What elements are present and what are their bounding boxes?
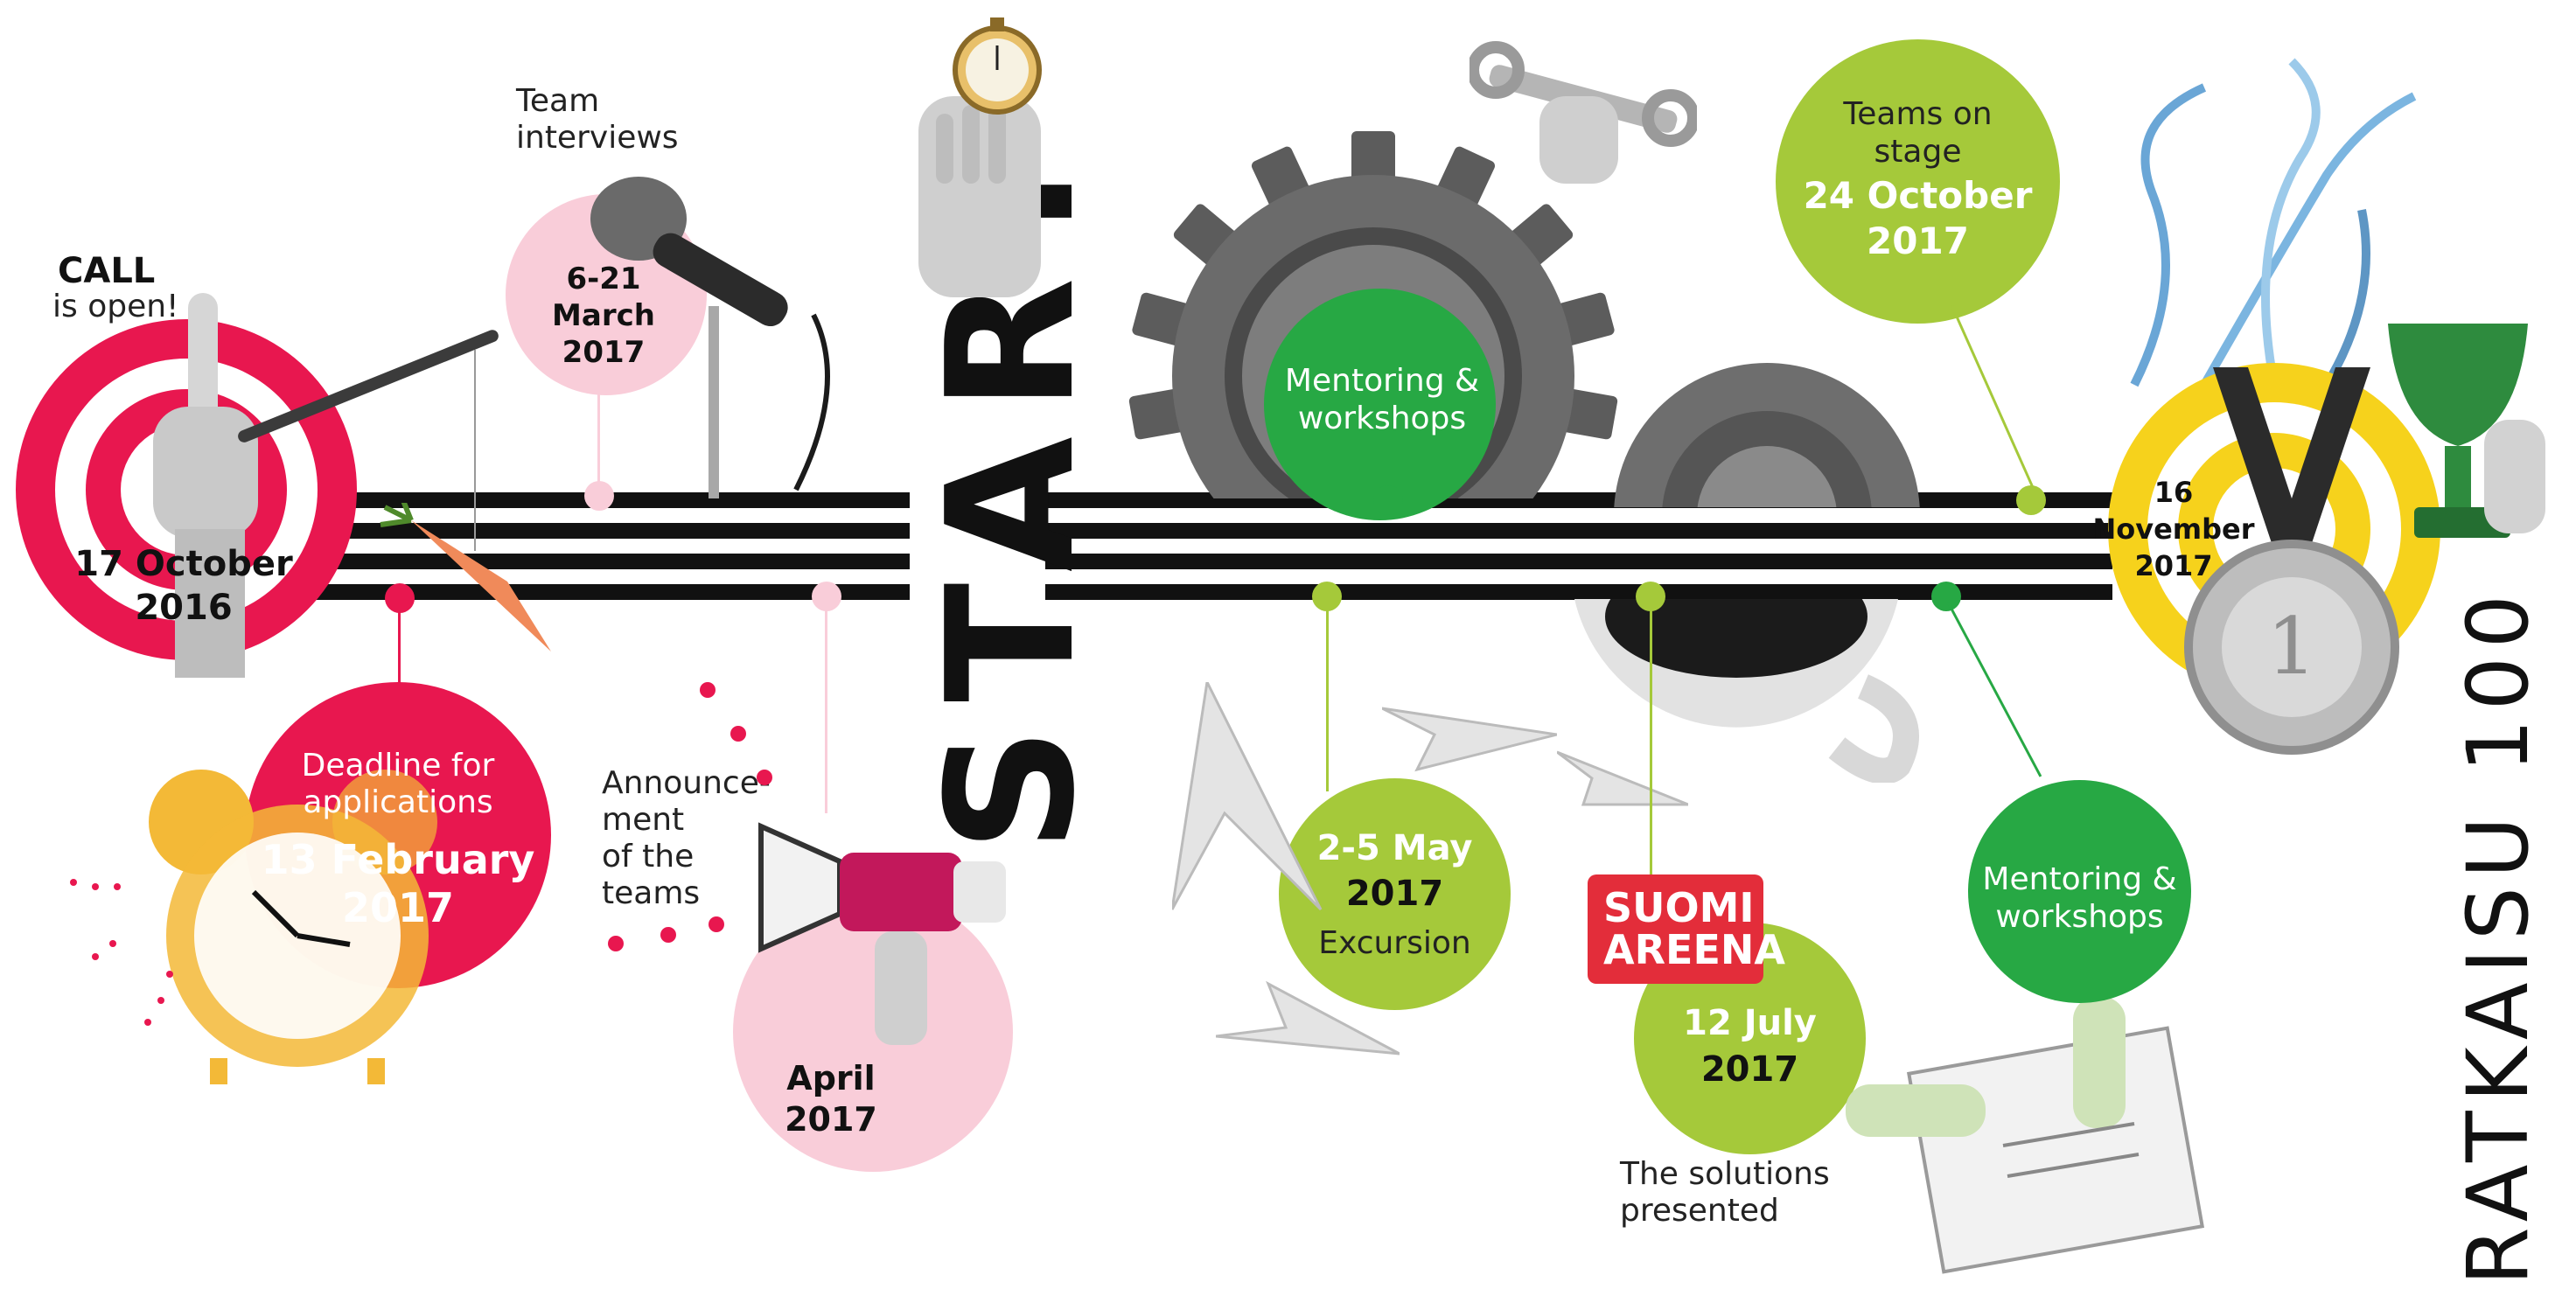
deadline-dot [385,583,415,613]
mentoring2-dot [1931,582,1961,611]
drawing-hands-icon [1846,997,2213,1286]
deco-dot [757,770,772,785]
suomiareena-caption-1: The solutions [1620,1156,1830,1193]
interviews-label: Team interviews [516,83,691,157]
deco-dot [660,927,676,943]
deadline-label-1: Deadline for [262,748,534,784]
mentoring2-label-2: workshops [1964,899,2196,936]
call-title: CALL [58,249,155,293]
deco-dot [144,1019,151,1026]
suomiareena-logo-2: AREENA [1603,929,1748,971]
stripe [1045,554,2112,569]
mentoring1-label-2: workshops [1268,401,1496,437]
paper-plane-icon [1172,682,1330,918]
announcement-label-2: ment [602,802,684,839]
final-date-3: 2017 [2073,548,2274,583]
suomiareena-logo-1: SUOMI [1603,887,1748,929]
deco-dot [157,997,164,1004]
gear-icon [1601,350,1933,507]
deco-dot [92,953,99,960]
stage-date-2: 2017 [1776,219,2060,265]
suomiareena-logo: SUOMI AREENA [1588,874,1763,984]
deadline-date-2: 2017 [245,883,551,934]
svg-text:1: 1 [2266,601,2316,693]
paper-plane-icon [1382,682,1557,778]
deadline-date-1: 13 February [245,835,551,886]
final-date-1: 16 [2073,475,2274,510]
mentoring2-label-1: Mentoring & [1964,861,2196,898]
stage-label-1: Teams on [1776,96,2060,133]
mentoring1-label-1: Mentoring & [1268,363,1496,400]
stage-stem [1951,305,2036,494]
final-date-2: November [2073,512,2274,547]
call-date: 17 October 2016 [66,542,302,630]
mentoring2-stem [1947,603,2042,777]
paper-plane-icon [1216,975,1400,1063]
excursion-label: Excursion [1279,925,1511,962]
announcement-date-1: April [752,1058,910,1100]
microphone-icon [586,175,848,498]
announcement-stem [825,603,827,813]
deco-dot [70,879,77,886]
announcement-label-3: of the [602,839,694,875]
deco-dot [166,971,173,978]
brand-label: RATKAISU 100 [2449,586,2547,1286]
carrot-icon [376,503,577,660]
stripe [1045,523,2112,539]
mentoring1-dot [1373,485,1403,515]
deco-dot [608,936,624,951]
announcement-label-4: teams [602,875,700,912]
stage-date-1: 24 October [1776,173,2060,219]
deco-dot [709,916,724,932]
deco-dot [114,883,121,890]
suomiareena-stem [1650,603,1652,874]
suomiareena-date-1: 12 July [1634,1001,1866,1045]
stage-dot [2016,485,2046,515]
call-subtitle: is open! [52,289,178,325]
suomiareena-date-2: 2017 [1634,1048,1866,1091]
deco-dot [700,682,716,698]
wrench-icon [1470,35,1697,184]
deco-dot [109,940,116,947]
deco-dot [92,883,99,890]
paper-plane-icon [1557,735,1688,813]
announcement-date-2: 2017 [752,1099,910,1141]
stopwatch-icon [883,9,1085,297]
megaphone-icon [743,791,1041,1054]
deadline-label-2: applications [262,784,534,821]
deco-dot [730,726,746,742]
stage-label-2: stage [1776,134,2060,171]
suomiareena-caption-2: presented [1620,1193,1779,1230]
